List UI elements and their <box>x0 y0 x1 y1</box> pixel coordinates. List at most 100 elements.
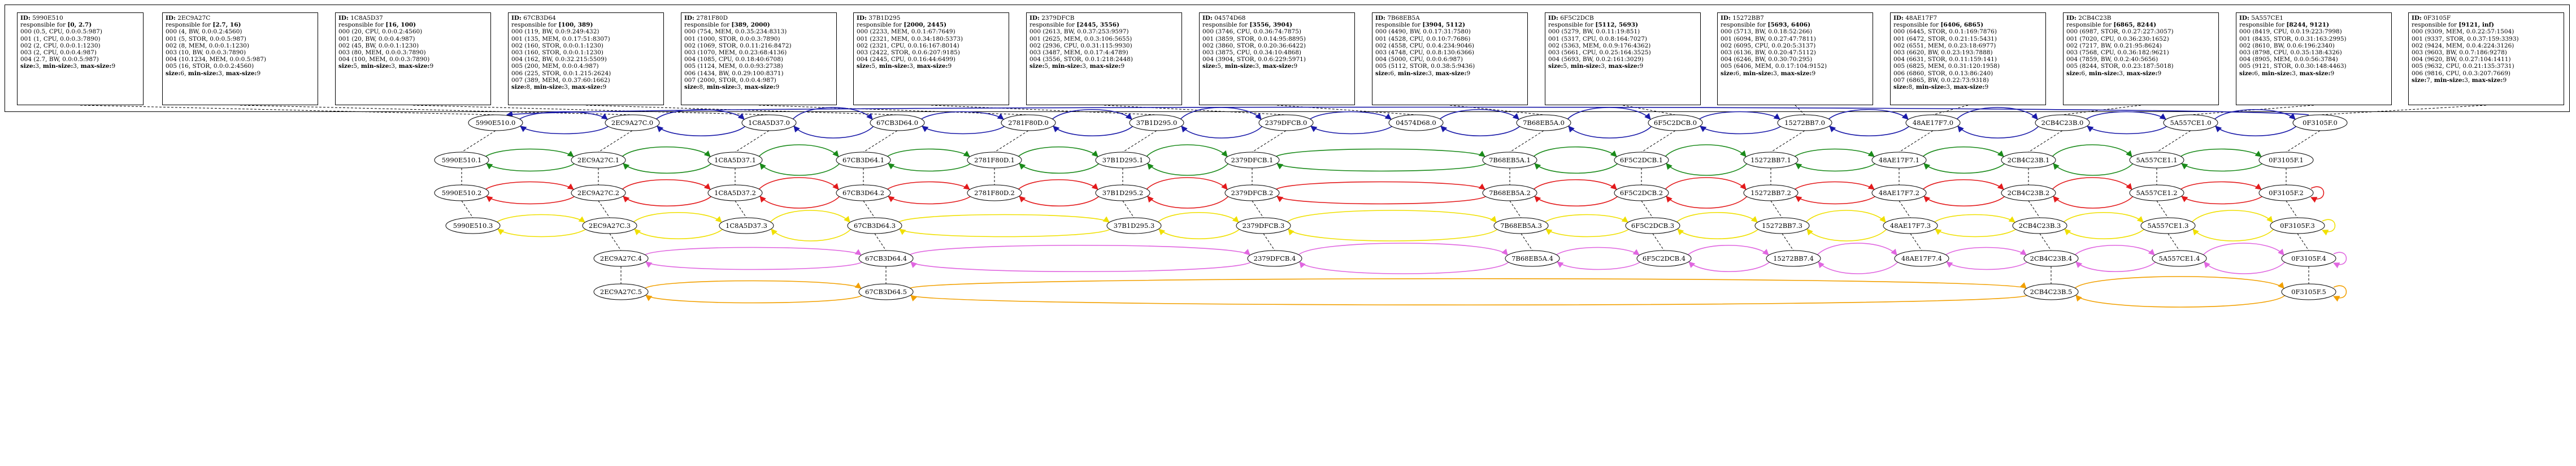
skip-node[interactable]: 2781F80D.2 <box>967 184 1022 201</box>
skip-node[interactable]: 2EC9A27C.5 <box>593 283 649 300</box>
card-entry-row: 001 (6472, STOR, 0.0.21:15:5431) <box>1893 35 1997 42</box>
skip-node[interactable]: 2781F80D.0 <box>1001 114 1056 131</box>
skip-node[interactable]: 6F5C2DCB.0 <box>1648 114 1703 131</box>
card-entry-row: 004 (7859, BW, 0.0.2:40:5656) <box>2066 56 2158 63</box>
skip-node[interactable]: 2379DFCB.2 <box>1224 184 1280 201</box>
skip-node[interactable]: 2379DFCB.3 <box>1236 217 1291 234</box>
skip-node[interactable]: 2EC9A27C.3 <box>582 217 637 234</box>
right-neighbor-edge <box>1794 148 1875 157</box>
node-label: 5990E510.2 <box>442 189 482 197</box>
skip-node[interactable]: 0F3105F.1 <box>2258 152 2314 169</box>
card-range-line: responsible for [2000, 2445) <box>857 21 947 29</box>
skip-node[interactable]: 37B1D295.1 <box>1095 152 1150 169</box>
left-neighbor-edge <box>1276 196 1487 205</box>
skip-node[interactable]: 5990E510.0 <box>468 114 523 131</box>
node-label: 67CB3D64.2 <box>842 189 884 197</box>
skip-node[interactable]: 2CB4C23B.1 <box>2001 152 2056 169</box>
card-range-line: responsible for [5693, 6406) <box>1721 21 1811 29</box>
skip-node[interactable]: 2379DFCB.4 <box>1247 250 1302 267</box>
skip-node[interactable]: 2CB4C23B.2 <box>2001 184 2056 201</box>
skip-node[interactable]: 0F3105F.5 <box>2281 283 2336 300</box>
skip-node[interactable]: 67CB3D64.0 <box>870 114 925 131</box>
right-neighbor-edge <box>644 247 862 256</box>
skip-node[interactable]: 2379DFCB.1 <box>1224 152 1280 169</box>
skip-node[interactable]: 1C8A5D37.3 <box>719 217 774 234</box>
skip-node[interactable]: 5990E510.2 <box>434 184 489 201</box>
skip-node[interactable]: 5990E510.3 <box>445 217 501 234</box>
skip-node[interactable]: 48AE17F7.4 <box>1894 250 1949 267</box>
skip-node[interactable]: 5A557CE1.4 <box>2152 250 2207 267</box>
skip-node[interactable]: 2CB4C23B.4 <box>2023 250 2079 267</box>
skip-node[interactable]: 15272BB7.0 <box>1777 114 1832 131</box>
skip-node[interactable]: 2CB4C23B.3 <box>2012 217 2067 234</box>
skip-node[interactable]: 1C8A5D37.0 <box>741 114 797 131</box>
right-neighbor-edge <box>1275 148 1485 157</box>
skip-node[interactable]: 48AE17F7.0 <box>1905 114 1961 131</box>
skip-node[interactable]: 67CB3D64.1 <box>836 152 891 169</box>
skip-node[interactable]: 7B68EB5A.3 <box>1493 217 1549 234</box>
skip-node[interactable]: 15272BB7.3 <box>1754 217 1810 234</box>
skip-node[interactable]: 48AE17F7.2 <box>1871 184 1927 201</box>
skip-node[interactable]: 2EC9A27C.0 <box>605 114 660 131</box>
skip-node[interactable]: 1C8A5D37.1 <box>707 152 763 169</box>
skip-node[interactable]: 67CB3D64.3 <box>847 217 902 234</box>
node-label: 15272BB7.2 <box>1750 189 1791 197</box>
skip-node[interactable]: 48AE17F7.3 <box>1883 217 1938 234</box>
skip-node[interactable]: 0F3105F.0 <box>2292 114 2348 131</box>
skip-node[interactable]: 6F5C2DCB.2 <box>1614 184 1669 201</box>
right-neighbor-edge <box>887 181 970 190</box>
left-neighbor-edge <box>922 126 1005 135</box>
card-entry-row: 001 (7020, CPU, 0.0.36:230:1652) <box>2066 35 2169 42</box>
card-size-line: size:7, min-size:3, max-size:9 <box>2412 76 2507 84</box>
skip-node[interactable]: 2EC9A27C.2 <box>571 184 626 201</box>
skip-node[interactable]: 7B68EB5A.4 <box>1505 250 1560 267</box>
skip-node[interactable]: 0F3105F.4 <box>2281 250 2336 267</box>
skip-node[interactable]: 37B1D295.3 <box>1106 217 1162 234</box>
card-id-line: ID: 15272BB7 <box>1721 15 1764 21</box>
node-ellipse <box>1095 152 1150 169</box>
skip-node[interactable]: 0F3105F.3 <box>2270 217 2325 234</box>
card-entry-row: 002 (9424, MEM, 0.0.4:224:3126) <box>2412 42 2514 49</box>
skip-node[interactable]: 37B1D295.0 <box>1129 114 1184 131</box>
skip-node[interactable]: 67CB3D64.4 <box>858 250 914 267</box>
skip-node[interactable]: 2EC9A27C.1 <box>571 152 626 169</box>
skip-node[interactable]: 2CB4C23B.0 <box>2035 114 2090 131</box>
node-label: 2EC9A27C.4 <box>600 254 642 262</box>
card-entry-row: 001 (2625, MEM, 0.0.3:106:5655) <box>1029 35 1132 42</box>
skip-node[interactable]: 6F5C2DCB.1 <box>1614 152 1669 169</box>
skip-node[interactable]: 0F3105F.2 <box>2258 184 2314 201</box>
skip-node[interactable]: 5A557CE1.0 <box>2163 114 2218 131</box>
skip-node[interactable]: 2781F80D.1 <box>967 152 1022 169</box>
skip-node[interactable]: 2CB4C23B.5 <box>2023 283 2079 300</box>
skip-node[interactable]: 37B1D295.2 <box>1095 184 1150 201</box>
skip-node[interactable]: 04574D68.0 <box>1388 114 1444 131</box>
card-entry-row: 004 (2.7, BW, 0.0:0.5:987) <box>20 56 99 63</box>
skip-node[interactable]: 67CB3D64.2 <box>836 184 891 201</box>
card-entry-row: 003 (6620, BW, 0.0.23:193:7888) <box>1893 49 1993 57</box>
card-size-line: size:6, min-size:3, max-size:9 <box>1375 70 1471 77</box>
skip-node[interactable]: 6F5C2DCB.4 <box>1636 250 1692 267</box>
skip-node[interactable]: 7B68EB5A.2 <box>1482 184 1537 201</box>
skip-node[interactable]: 2EC9A27C.4 <box>593 250 649 267</box>
skip-node[interactable]: 48AE17F7.1 <box>1871 152 1927 169</box>
skip-node[interactable]: 15272BB7.1 <box>1743 152 1799 169</box>
skip-node[interactable]: 7B68EB5A.0 <box>1516 114 1571 131</box>
skip-node[interactable]: 15272BB7.2 <box>1743 184 1799 201</box>
skip-node[interactable]: 15272BB7.4 <box>1766 250 1821 267</box>
skip-node[interactable]: 5A557CE1.1 <box>2129 152 2184 169</box>
node-ellipse <box>1224 152 1280 169</box>
skip-node[interactable]: 7B68EB5A.1 <box>1482 152 1537 169</box>
node-label: 48AE17F7.1 <box>1879 156 1919 164</box>
skip-node[interactable]: 5A557CE1.2 <box>2129 184 2184 201</box>
skip-node[interactable]: 5A557CE1.3 <box>2140 217 2196 234</box>
card-link-edge <box>1932 105 1969 115</box>
skip-node[interactable]: 1C8A5D37.2 <box>707 184 763 201</box>
skip-node[interactable]: 6F5C2DCB.3 <box>1625 217 1680 234</box>
skip-node[interactable]: 5990E510.1 <box>434 152 489 169</box>
card-entry-row: 003 (2422, STOR, 0.0.6:207:9185) <box>857 49 960 57</box>
skip-node[interactable]: 2379DFCB.0 <box>1258 114 1314 131</box>
node-ellipse <box>1493 217 1549 234</box>
skip-node[interactable]: 67CB3D64.5 <box>858 283 914 300</box>
left-neighbor-edge <box>1147 196 1229 209</box>
card-size-line: size:6, min-size:3, max-size:9 <box>1721 70 1816 77</box>
